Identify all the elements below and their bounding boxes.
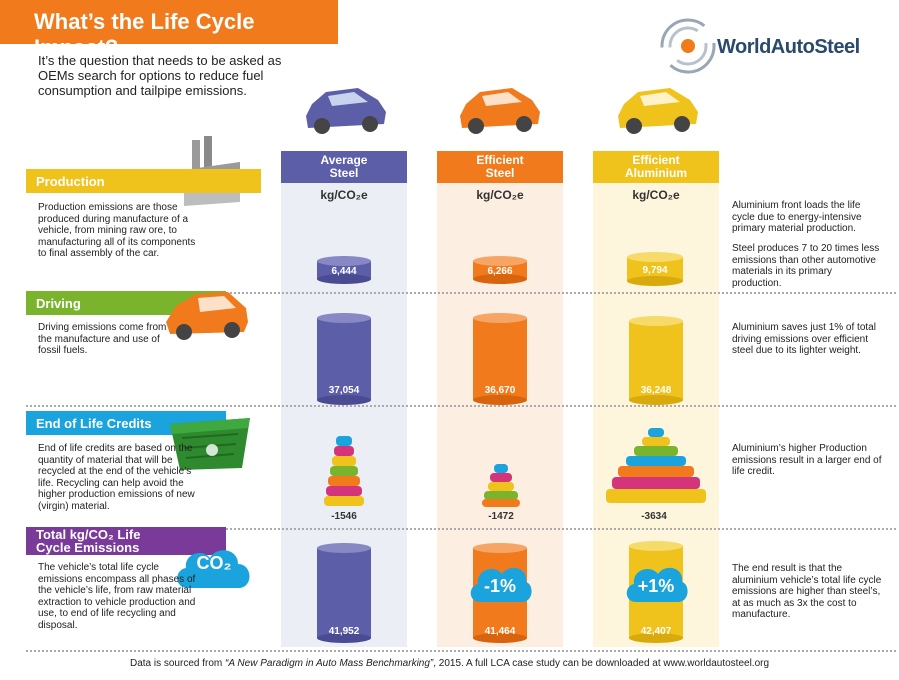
- end-of-life-note: Aluminium’s higher Production emissions …: [732, 443, 882, 477]
- co2-label: CO₂: [196, 553, 232, 573]
- divider: [26, 650, 896, 652]
- recycling-bin-icon: [170, 418, 250, 470]
- driving-value-efficient-aluminium: 36,248: [640, 385, 672, 396]
- total-label-line1: Total kg/CO₂ Life: [36, 527, 141, 542]
- intro-text: It’s the question that needs to be asked…: [38, 53, 282, 98]
- page-title: What’s the Life Cycle Impact?: [0, 0, 338, 60]
- footer-suffix: , 2015. A full LCA case study can be dow…: [433, 658, 770, 669]
- eol-value-efficient-steel: -1472: [488, 511, 514, 522]
- badge-efficient-steel: -1%: [483, 576, 516, 596]
- footer-prefix: Data is sourced from: [129, 658, 226, 669]
- column-header-line1: Average: [320, 153, 368, 167]
- driving-cylinder-efficient-steel: [473, 313, 527, 405]
- total-note: The end result is that the aluminium veh…: [732, 563, 882, 620]
- column-header-efficient-aluminium: Efficient Aluminium: [593, 151, 719, 183]
- total-value-average-steel: 41,952: [328, 626, 360, 637]
- end-of-life-description: End of life credits are based on the qua…: [38, 443, 195, 512]
- column-header-line2: Steel: [485, 166, 515, 180]
- footer-source-title: “A New Paradigm in Auto Mass Benchmarkin…: [225, 658, 434, 669]
- total-label-line2: Cycle Emissions: [36, 540, 140, 555]
- total-description: The vehicle’s total life cycle emissions…: [38, 562, 196, 631]
- car-pile-efficient-aluminium: [606, 428, 706, 503]
- total-cylinder-average-steel: [317, 543, 371, 643]
- co2-cloud-icon: [177, 550, 250, 588]
- production-note-1: Aluminium front loads the life cycle due…: [732, 200, 862, 234]
- driving-value-efficient-steel: 36,670: [484, 385, 516, 396]
- column-header-efficient-steel: Efficient Steel: [437, 151, 563, 183]
- car-orange-icon: [460, 88, 540, 134]
- production-cylinder-efficient-steel: [473, 256, 527, 284]
- total-value-efficient-aluminium: 42,407: [640, 626, 672, 637]
- car-pile-efficient-steel: [482, 464, 520, 507]
- car-yellow-icon: [618, 88, 698, 134]
- column-header-average-steel: Average Steel: [281, 151, 407, 183]
- driving-cylinder-average-steel: [317, 313, 371, 405]
- logo-text: WorldAutoSteel: [717, 36, 860, 58]
- section-label-total: Total kg/CO₂ Life Cycle Emissions: [26, 527, 226, 555]
- unit-label: kg/CO₂e: [632, 188, 680, 202]
- driving-description: Driving emissions come from the manufact…: [38, 322, 167, 356]
- production-value-efficient-aluminium: 9,794: [642, 265, 668, 276]
- unit-label: kg/CO₂e: [320, 188, 368, 202]
- badge-efficient-aluminium: +1%: [637, 576, 675, 596]
- car-blue-icon: [306, 88, 386, 134]
- production-value-efficient-steel: 6,266: [487, 266, 513, 277]
- cloud-badge-efficient-steel-icon: [470, 567, 532, 602]
- production-note-2: Steel produces 7 to 20 times less emissi…: [732, 243, 880, 289]
- car-driving-icon: [166, 292, 248, 340]
- car-pile-average-steel: [324, 436, 364, 506]
- worldautosteel-logo-icon: [660, 18, 716, 74]
- column-header-line2: Aluminium: [625, 166, 687, 180]
- eol-value-average-steel: -1546: [331, 511, 357, 522]
- driving-cylinder-efficient-aluminium: [629, 316, 683, 405]
- unit-label: kg/CO₂e: [476, 188, 524, 202]
- production-value-average-steel: 6,444: [331, 266, 357, 277]
- production-cylinder-average-steel: [317, 256, 371, 284]
- cloud-badge-efficient-aluminium-icon: [626, 567, 688, 602]
- production-cylinder-efficient-aluminium: [627, 252, 683, 286]
- divider: [26, 528, 896, 530]
- driving-value-average-steel: 37,054: [328, 385, 360, 396]
- footer-source: Data is sourced from “A New Paradigm in …: [0, 658, 899, 669]
- production-description: Production emissions are those produced …: [38, 202, 196, 259]
- section-label-production: Production: [26, 169, 261, 193]
- total-value-efficient-steel: 41,464: [484, 626, 516, 637]
- eol-value-efficient-aluminium: -3634: [641, 511, 667, 522]
- column-header-line1: Efficient: [632, 153, 680, 167]
- driving-note: Aluminium saves just 1% of total driving…: [732, 322, 876, 356]
- divider: [26, 292, 896, 294]
- divider: [26, 405, 896, 407]
- column-header-line1: Efficient: [476, 153, 524, 167]
- column-header-line2: Steel: [329, 166, 359, 180]
